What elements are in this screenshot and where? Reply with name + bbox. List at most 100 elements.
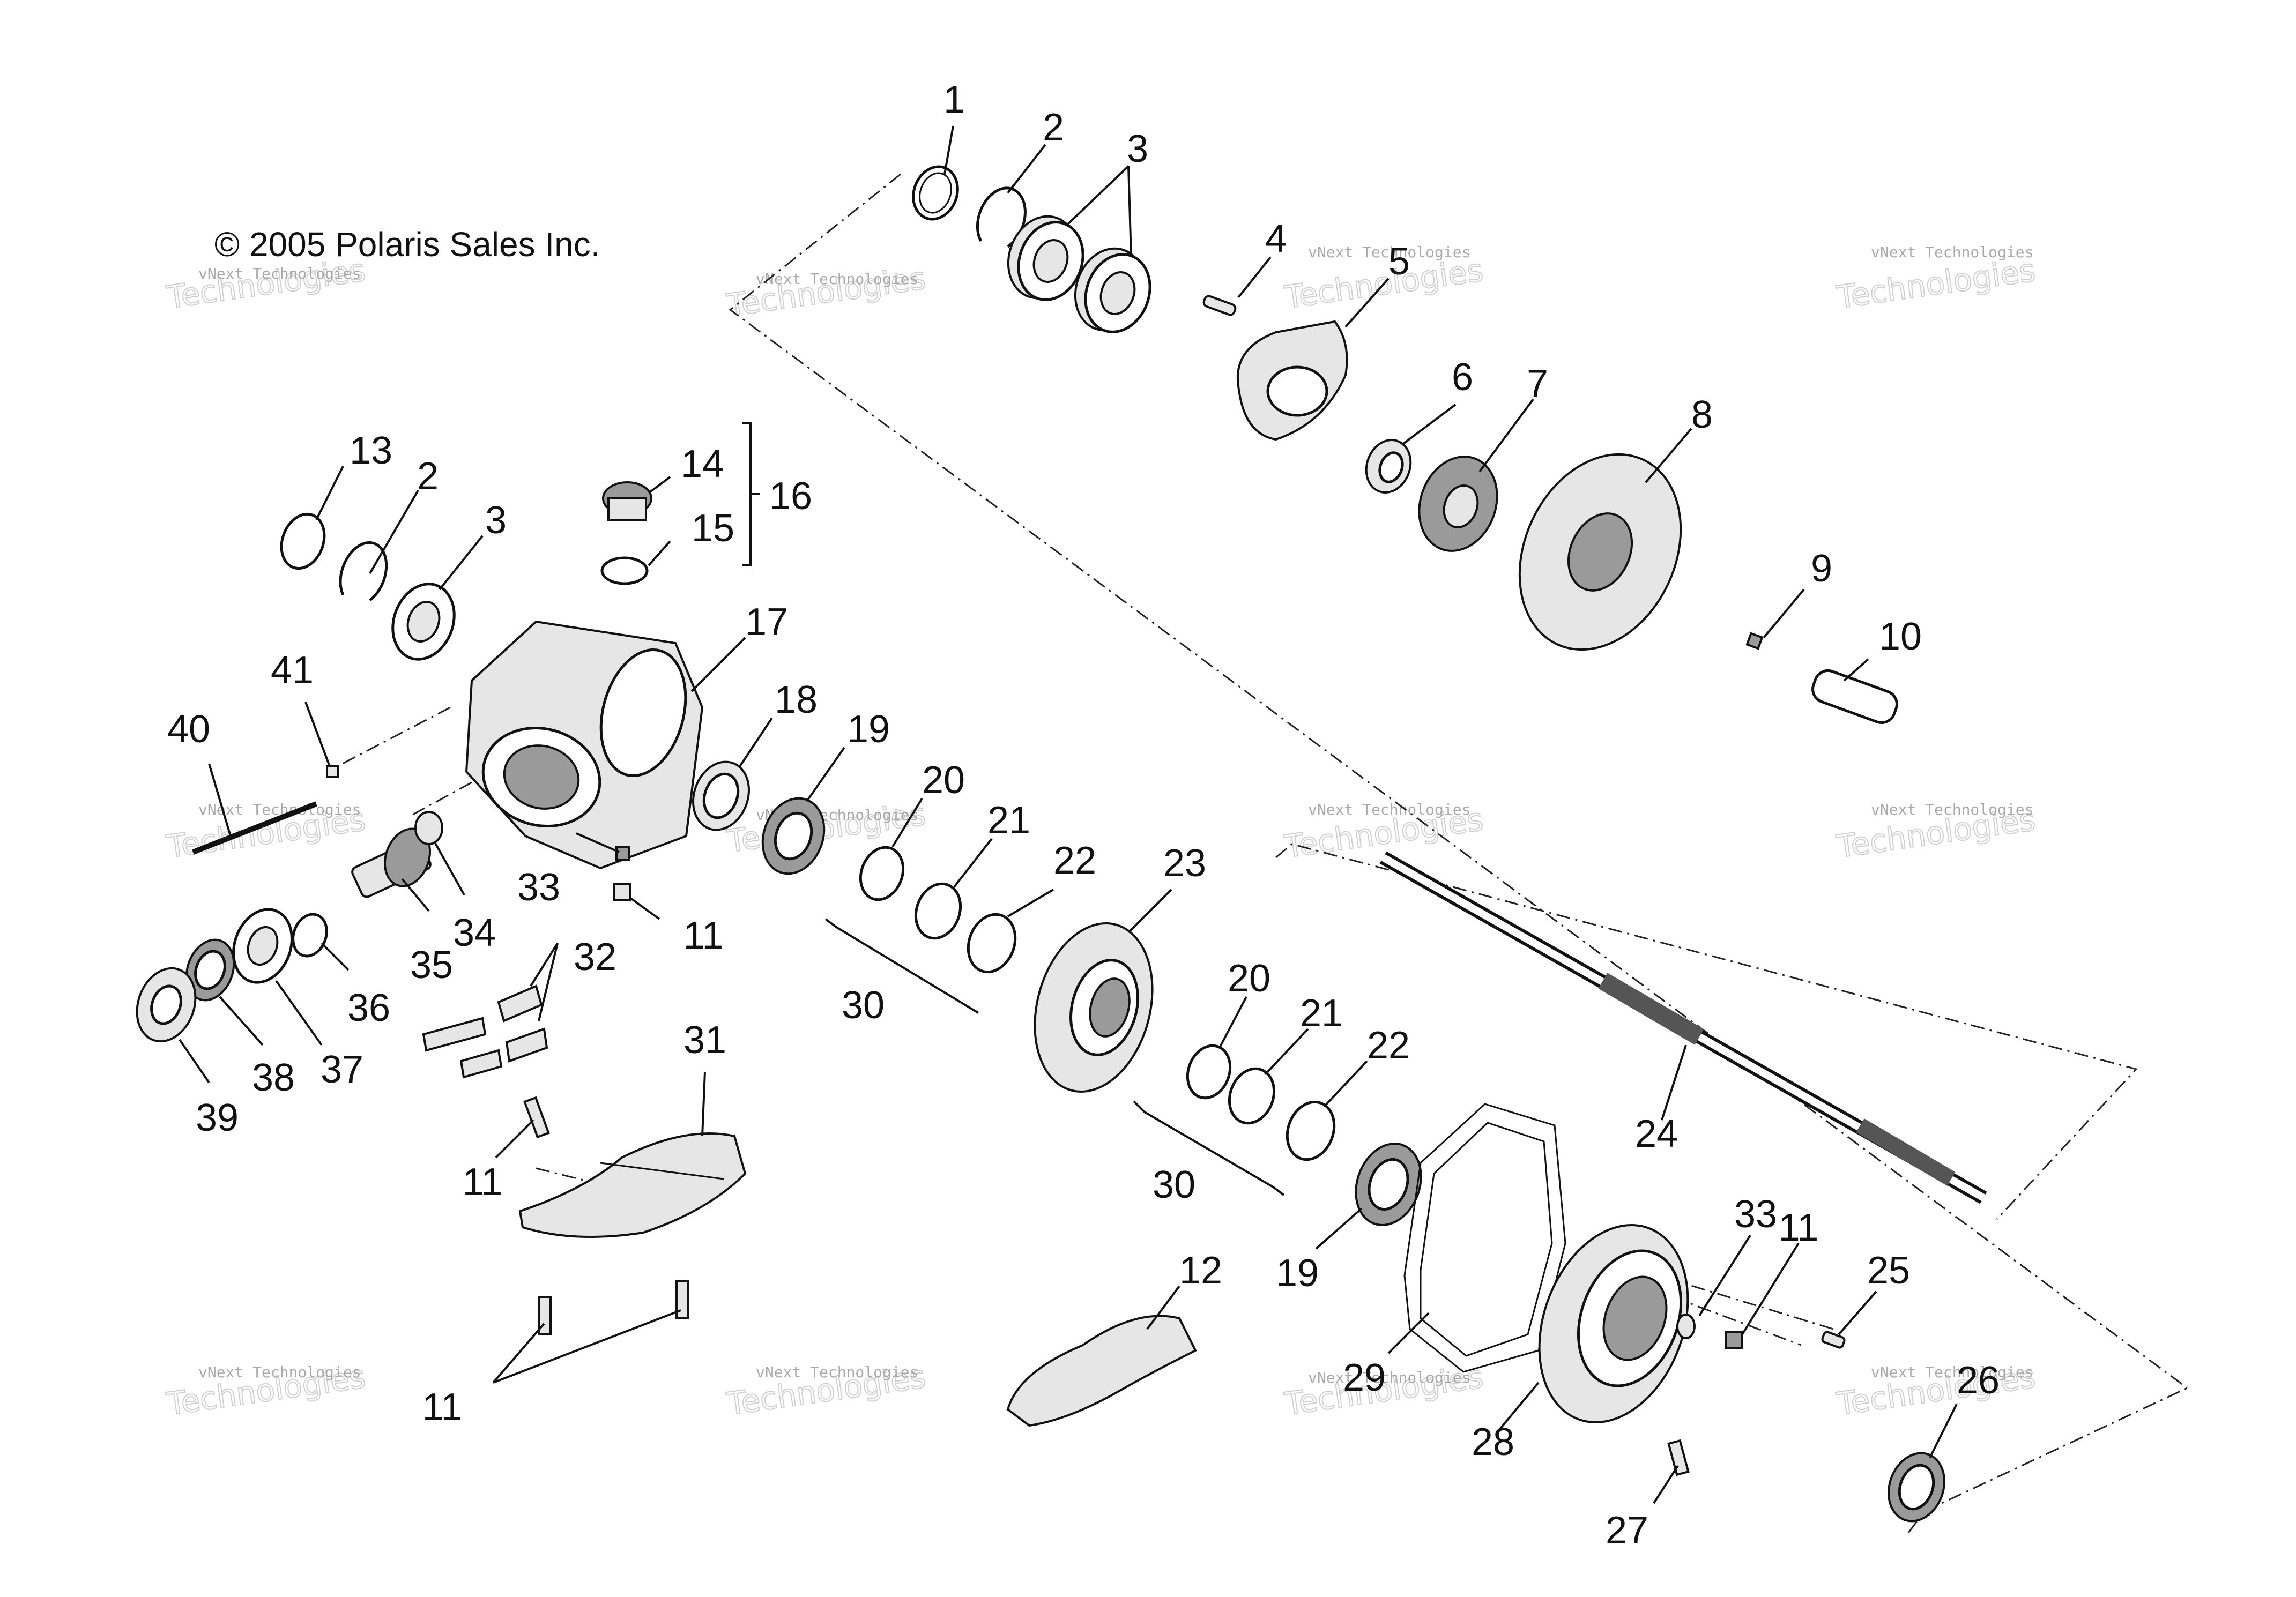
svg-text:vNext Technologies: vNext Technologies — [756, 270, 918, 288]
callout-36: 36 — [347, 987, 390, 1029]
hub-part-7 — [1418, 456, 1498, 552]
gearcase-housing-part-17 — [465, 620, 704, 870]
callout-33: 33 — [517, 866, 560, 909]
seal-part-19-lower — [1355, 1143, 1422, 1226]
callout-22: 22 — [1053, 839, 1096, 882]
plug-part-33-left — [615, 846, 630, 861]
bearing-part-3-left — [391, 583, 456, 661]
seal-part-19 — [761, 797, 826, 875]
callout-20: 20 — [922, 759, 965, 802]
callout-24: 24 — [1635, 1113, 1678, 1155]
callout-21: 21 — [987, 799, 1030, 842]
svg-text:Technologies: Technologies — [724, 796, 927, 860]
caliper-bracket-part-5 — [1236, 320, 1348, 441]
bearing-part-38 — [185, 938, 235, 1002]
pin-part-4 — [1202, 295, 1237, 316]
axle-shaft-part-24 — [1379, 851, 1987, 1204]
bolt-part-25 — [1821, 1331, 1846, 1349]
callout-39: 39 — [196, 1096, 239, 1139]
svg-text:vNext Technologies: vNext Technologies — [1308, 1369, 1470, 1386]
callout-26: 26 — [1957, 1359, 2000, 1402]
svg-text:vNext Technologies: vNext Technologies — [198, 1363, 361, 1381]
svg-text:vNext Technologies: vNext Technologies — [1871, 1363, 2033, 1381]
watermark-group: Technologies vNext Technologies Technolo… — [164, 243, 2038, 1423]
leader-lines — [179, 125, 1958, 1504]
bracket-16 — [742, 422, 760, 566]
svg-text:vNext Technologies: vNext Technologies — [1308, 801, 1470, 818]
callout-25: 25 — [1867, 1249, 1910, 1292]
seal-part-39 — [136, 967, 197, 1043]
callout-9: 9 — [1811, 547, 1832, 590]
gasket-part-29 — [1403, 1103, 1566, 1373]
skid-pads-part-32 — [422, 984, 548, 1079]
shim-part-21-lower — [1228, 1067, 1276, 1125]
callout-23: 23 — [1163, 842, 1206, 885]
watermark: Technologies vNext Technologies — [1833, 243, 2038, 316]
callout-11-skid: 11 — [463, 1161, 503, 1204]
callout-37: 37 — [321, 1048, 363, 1091]
seal-part-18 — [692, 760, 750, 831]
shim-part-20-lower — [1186, 1044, 1232, 1100]
callout-4: 4 — [1265, 218, 1287, 260]
callout-13: 13 — [350, 429, 392, 472]
spacer-part-10 — [1811, 669, 1898, 725]
ring-gear-part-23 — [1034, 922, 1154, 1093]
watermark: Technologies vNext Technologies — [1281, 801, 1485, 865]
svg-text:vNext Technologies: vNext Technologies — [756, 1363, 918, 1381]
svg-text:vNext Technologies: vNext Technologies — [1308, 243, 1470, 261]
callout-41: 41 — [271, 649, 314, 692]
brake-disc-part-8 — [1518, 453, 1682, 651]
callout-18: 18 — [775, 678, 818, 721]
callout-12: 12 — [1179, 1249, 1222, 1292]
rod-part-40 — [192, 801, 317, 855]
watermark: Technologies vNext Technologies — [1833, 1358, 2038, 1423]
callout-15: 15 — [692, 507, 734, 550]
callout-11-bottom: 11 — [422, 1386, 463, 1429]
washer-part-33-right — [1676, 1314, 1696, 1339]
callout-30: 30 — [842, 984, 885, 1027]
callout-22-lower: 22 — [1367, 1024, 1410, 1067]
callout-19-lower: 19 — [1276, 1252, 1319, 1295]
callout-8: 8 — [1691, 393, 1713, 436]
svg-text:vNext Technologies: vNext Technologies — [198, 265, 361, 282]
bearing-part-3b — [1074, 247, 1151, 333]
bracket-30-upper — [824, 918, 979, 1014]
shim-part-22-lower — [1286, 1100, 1336, 1161]
cover-part-28 — [1538, 1224, 1689, 1423]
svg-text:Technologies: Technologies — [1834, 252, 2037, 316]
watermark: Technologies vNext Technologies — [164, 801, 368, 865]
watermark: Technologies vNext Technologies — [1833, 801, 2038, 865]
callout-11-right: 11 — [1779, 1206, 1819, 1249]
watermark: Technologies vNext Technologies — [724, 259, 928, 324]
callout-17: 17 — [745, 601, 788, 644]
snap-ring-part-1 — [912, 165, 959, 221]
bolt-part-11-skid — [523, 1096, 689, 1335]
callout-28: 28 — [1472, 1421, 1514, 1464]
snap-ring-part-13 — [280, 512, 326, 570]
copyright-text: © 2005 Polaris Sales Inc. — [214, 225, 600, 264]
watermark: Technologies vNext Technologies — [724, 795, 928, 860]
bolt-part-11-right — [1725, 1331, 1743, 1349]
bearing-part-37 — [232, 908, 293, 984]
fill-plug-part-14 — [602, 481, 652, 521]
callout-31: 31 — [683, 1019, 726, 1062]
callout-2: 2 — [1043, 106, 1064, 149]
skid-plate-part-31 — [518, 1132, 747, 1238]
callout-1: 1 — [943, 78, 965, 121]
bearing-part-34 — [414, 811, 443, 845]
nut-part-9 — [1745, 632, 1764, 650]
svg-text:vNext Technologies: vNext Technologies — [1871, 243, 2033, 261]
callout-6: 6 — [1452, 356, 1473, 399]
callout-27: 27 — [1606, 1509, 1648, 1552]
callout-34: 34 — [453, 912, 496, 954]
retaining-ring-part-2-left — [339, 541, 388, 602]
callout-32: 32 — [574, 936, 616, 979]
callout-11-left: 11 — [683, 914, 724, 957]
callout-29: 29 — [1343, 1356, 1386, 1399]
callout-10: 10 — [1879, 615, 1922, 658]
callout-3-left: 3 — [485, 499, 507, 542]
shim-part-20 — [859, 846, 905, 901]
bearing-part-3a — [1007, 215, 1084, 301]
callout-19: 19 — [847, 708, 890, 751]
callout-5: 5 — [1388, 240, 1410, 283]
